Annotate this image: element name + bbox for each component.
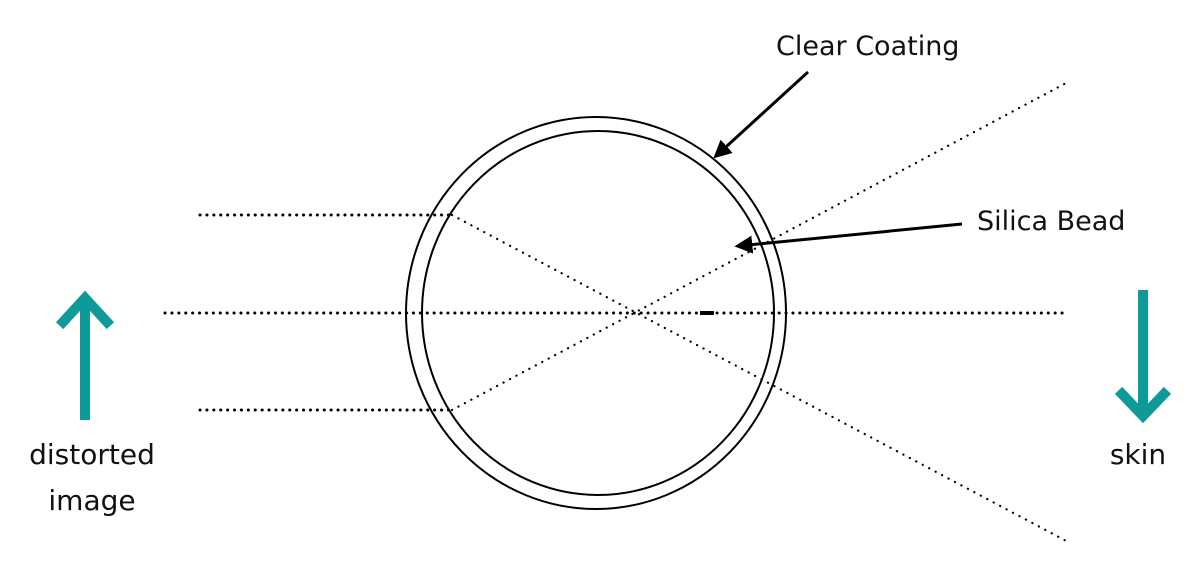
clear-coating-pointer bbox=[713, 70, 810, 159]
refracted-ray-bottom bbox=[450, 80, 1070, 412]
silica-bead-circle bbox=[421, 130, 775, 496]
clear-coating-label: Clear Coating bbox=[776, 31, 959, 62]
distorted-image-label-line1: distorted bbox=[29, 438, 155, 471]
distorted-image-label-line2: image bbox=[48, 484, 135, 517]
refracted-ray-top bbox=[450, 213, 1072, 545]
arrow-down-icon bbox=[1114, 290, 1172, 424]
arrow-up-icon bbox=[55, 290, 115, 420]
focal-point bbox=[700, 311, 714, 315]
silica-bead-pointer bbox=[734, 222, 963, 254]
skin-label: skin bbox=[1110, 438, 1166, 471]
silica-bead-label: Silica Bead bbox=[977, 206, 1125, 237]
